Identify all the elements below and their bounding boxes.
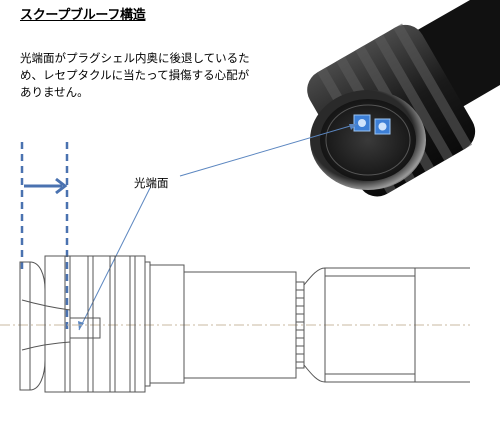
description-line-2: め、レセプタクルに当たって損傷する心配が: [20, 68, 250, 82]
callout-leader-photo: [179, 123, 358, 177]
page-title: スクープブルーフ構造: [20, 8, 146, 23]
connector-photo: [307, 0, 500, 197]
connector-side-drawing: [0, 255, 470, 393]
description: 光端面がプラグシェル内奥に後退しているた め、レセプタクルに当たって損傷する心配…: [20, 50, 278, 101]
description-line-3: ありません。: [20, 85, 89, 99]
retraction-indicator: [20, 142, 69, 330]
callout-label: 光端面: [134, 176, 169, 190]
description-line-1: 光端面がプラグシェル内奥に後退しているた: [20, 51, 250, 65]
fiber-end-face-icon: [353, 114, 391, 135]
